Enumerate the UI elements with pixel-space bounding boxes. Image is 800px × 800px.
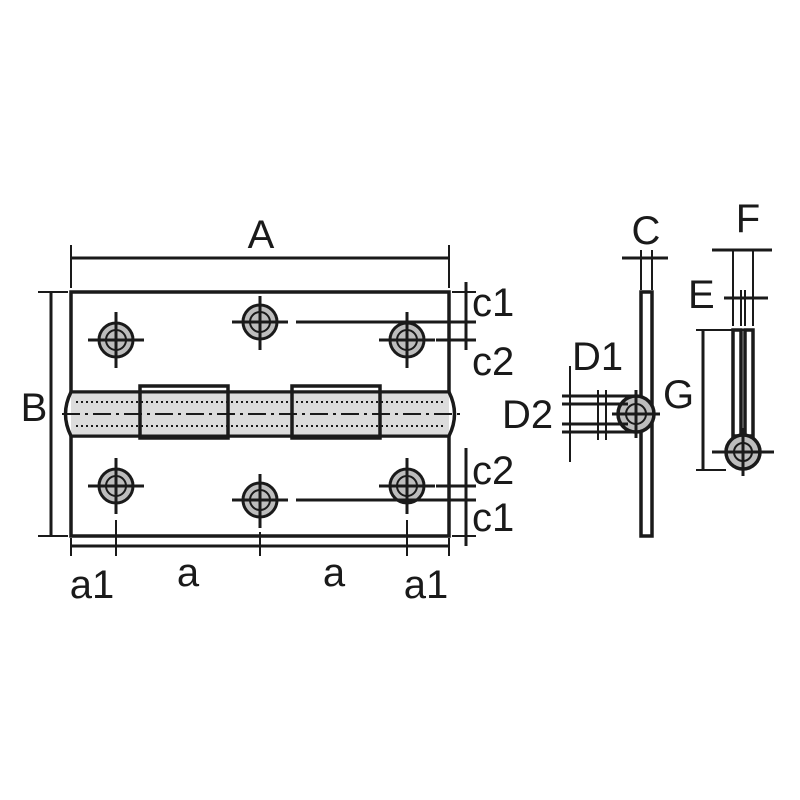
screw-hole-top-center (232, 296, 288, 350)
hinge-knuckle (62, 384, 460, 440)
screw-hole-bottom-left (88, 458, 144, 514)
front-view (38, 245, 476, 556)
label-D2: D2 (502, 393, 553, 437)
label-C: C (632, 209, 661, 253)
screw-hole-bottom-right (379, 458, 435, 514)
label-a-right: a (323, 551, 346, 595)
dimension-B (38, 291, 68, 537)
label-D1: D1 (572, 335, 623, 379)
label-B: B (21, 386, 48, 430)
label-c2-top: c2 (472, 340, 514, 384)
label-c1-bottom: c1 (472, 496, 514, 540)
label-c2-bottom: c2 (472, 449, 514, 493)
dimension-a-a1 (70, 520, 450, 556)
side-view-open (562, 250, 668, 538)
label-a-left: a (177, 551, 200, 595)
label-F: F (736, 197, 760, 241)
label-G: G (663, 373, 694, 417)
screw-hole-top-right (379, 312, 435, 368)
label-E: E (688, 273, 715, 317)
label-c1-top: c1 (472, 281, 514, 325)
screw-holes (88, 296, 435, 528)
dimension-A (70, 245, 450, 288)
screw-hole-top-left (88, 312, 144, 368)
dimension-labels: A B a1 a a a1 c1 c2 c2 c1 C D1 D2 G E F (21, 197, 761, 607)
dimension-c-bottom (296, 448, 476, 546)
side-view-closed (696, 248, 774, 476)
label-a1-right: a1 (404, 563, 449, 607)
label-a1-left: a1 (70, 563, 115, 607)
label-A: A (248, 213, 275, 257)
screw-hole-bottom-center (232, 474, 288, 528)
dimension-c-top (296, 282, 476, 350)
